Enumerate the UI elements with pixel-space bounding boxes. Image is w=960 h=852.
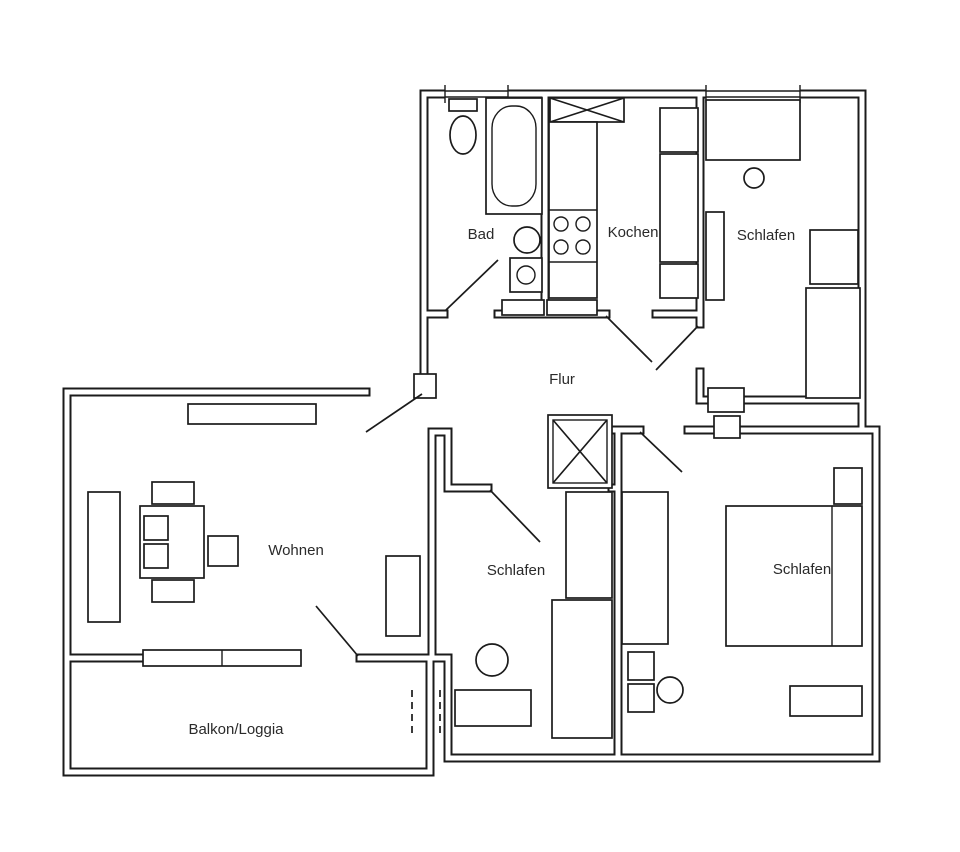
chair-inner-2 <box>143 543 169 569</box>
toilet <box>449 115 477 155</box>
door-swings <box>315 259 699 657</box>
room-label-balkon: Balkon/Loggia <box>188 721 284 738</box>
door-swing-wohnen <box>365 393 423 433</box>
wall-pier <box>413 373 437 399</box>
door-swing-kochen <box>605 315 653 363</box>
door-threshold-left <box>501 299 545 316</box>
round-table <box>475 643 509 677</box>
kitchen-counter-dividers <box>549 209 597 263</box>
wardrobe-rechts <box>621 491 669 645</box>
sideboard-window <box>187 403 317 425</box>
bathtub-basin <box>491 105 537 207</box>
duct-box-lower <box>713 415 741 439</box>
room-label-kochen: Kochen <box>608 224 659 241</box>
shaft-box-inner <box>552 419 608 484</box>
room-label-schlafen-rechts: Schlafen <box>773 561 831 578</box>
side-table <box>207 535 239 567</box>
wall-outline <box>62 89 881 777</box>
sideboard-bottom <box>789 685 863 717</box>
toilet-tank <box>448 98 478 112</box>
room-kochen <box>548 107 699 299</box>
kitchen-cabinet-bottom <box>659 263 699 299</box>
chair-bottom <box>151 579 195 603</box>
door-swing-schlafen-mitte <box>489 489 541 543</box>
bed-rechts <box>725 505 863 647</box>
dresser-2 <box>627 683 655 713</box>
door-swing-bad <box>445 259 499 311</box>
kitchen-cabinet-top <box>659 107 699 153</box>
room-schlafen-top <box>705 99 861 399</box>
walls <box>62 89 881 777</box>
schlafen-window <box>705 85 801 103</box>
washing-machine-door <box>516 265 536 285</box>
washing-machine <box>509 257 543 293</box>
desk <box>454 689 532 727</box>
bed-mitte <box>551 599 613 739</box>
bad-window <box>444 85 509 103</box>
door-swing-schlafen-rechts <box>639 431 683 473</box>
sink <box>513 226 541 254</box>
dresser-1 <box>627 651 655 681</box>
shelf-left <box>87 491 121 623</box>
room-bad <box>448 97 543 293</box>
room-label-wohnen: Wohnen <box>268 542 324 559</box>
bathtub <box>485 97 543 215</box>
door-swing-schlafen-top <box>655 325 699 371</box>
chair-top <box>151 481 195 505</box>
stove-burner <box>575 239 591 255</box>
wardrobe-mitte <box>565 491 613 599</box>
bed-top <box>705 99 801 161</box>
stove-burner <box>553 239 569 255</box>
door-swing-balkon <box>315 605 359 657</box>
room-label-flur: Flur <box>549 371 575 388</box>
balcony-opening-dashed <box>411 690 441 734</box>
wardrobe-top-room <box>805 287 861 399</box>
dresser-top-room <box>809 229 859 285</box>
bedside-lamp <box>743 167 765 189</box>
chair-inner-1 <box>143 515 169 541</box>
stove-burner <box>553 216 569 232</box>
room-label-schlafen-mitte: Schlafen <box>487 562 545 579</box>
cabinet-right <box>385 555 421 637</box>
room-label-bad: Bad <box>468 226 495 243</box>
windows <box>444 85 801 103</box>
vent-shaft-cross <box>549 97 625 123</box>
wall-details <box>411 299 745 734</box>
stool <box>656 676 684 704</box>
shaft-cross <box>552 419 608 484</box>
room-schlafen-rechts <box>621 467 863 717</box>
wall-core <box>64 91 879 775</box>
nightstand-rechts <box>833 467 863 505</box>
door-threshold-right <box>546 299 598 316</box>
room-label-schlafen-top: Schlafen <box>737 227 795 244</box>
shaft-flur <box>547 414 613 489</box>
fridge <box>659 153 699 263</box>
stove-burner <box>575 216 591 232</box>
duct-box-upper <box>707 387 745 413</box>
vent-shaft-kitchen <box>549 97 625 123</box>
room-wohnen <box>87 403 421 667</box>
room-schlafen-mitte <box>454 491 613 739</box>
radiator <box>705 211 725 301</box>
room-labels: Bad Kochen Schlafen Flur Wohnen Schlafen… <box>188 224 831 738</box>
